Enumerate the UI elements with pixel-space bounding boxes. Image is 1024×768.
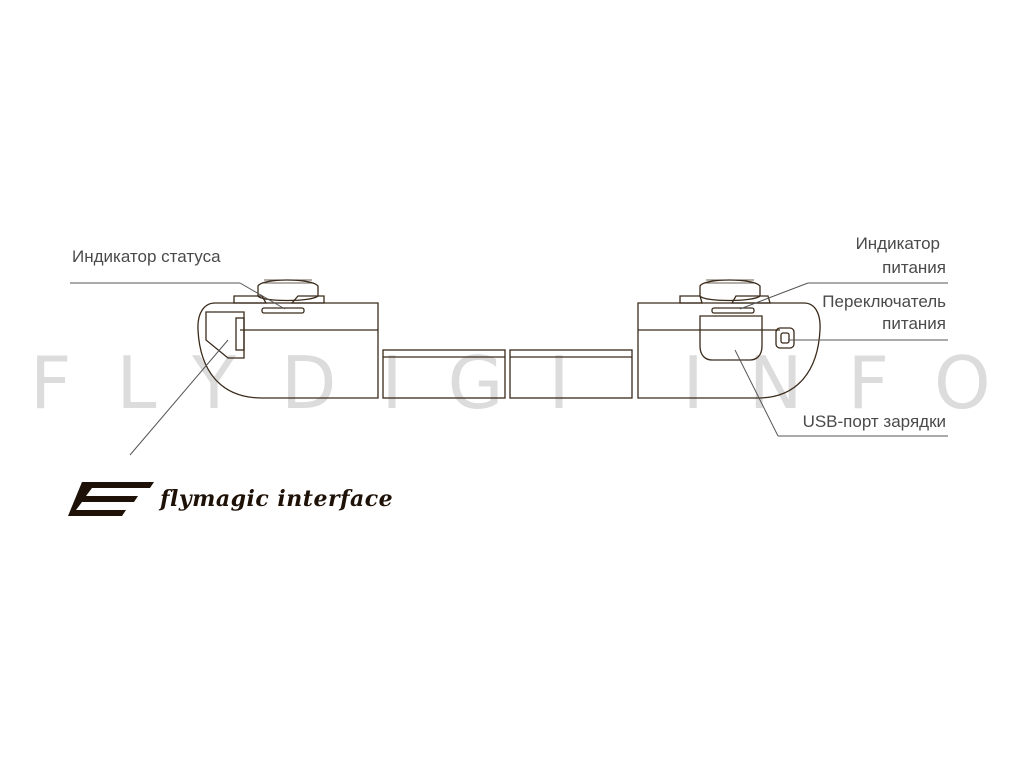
- leader-lines: [70, 282, 948, 456]
- status-indicator-label: Индикатор статуса: [72, 247, 221, 266]
- power-switch-label-line2: питания: [882, 314, 946, 333]
- left-grip: [197, 279, 379, 399]
- flymagic-logo-icon: [68, 482, 154, 516]
- usb-port-label: USB-порт зарядки: [802, 412, 946, 431]
- power-switch-label-line1: Переключатель: [822, 292, 946, 311]
- right-grip: [637, 279, 821, 399]
- power-indicator-label-line2: питания: [882, 258, 946, 277]
- brand-name: flymagic interface: [160, 486, 394, 512]
- center-bridge: [382, 349, 633, 399]
- power-indicator-label-line1: Индикатор: [855, 234, 940, 253]
